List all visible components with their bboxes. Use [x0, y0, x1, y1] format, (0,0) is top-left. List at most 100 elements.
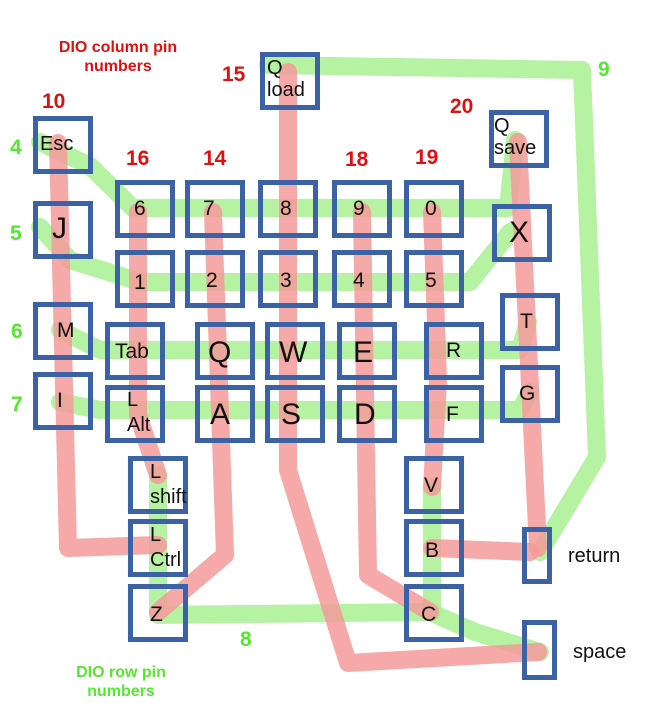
key-q-save: [489, 110, 549, 168]
key-l-ctrl: [128, 519, 188, 577]
key-esc: [33, 116, 93, 174]
key-label: X: [509, 216, 530, 249]
key-k0: [404, 180, 464, 238]
key-label: D: [354, 398, 376, 431]
return-label: return: [568, 545, 621, 567]
key-label: L: [150, 524, 162, 546]
key-label: shift: [150, 486, 187, 508]
key-m: [33, 302, 93, 360]
column-pin-label: 14: [203, 147, 227, 170]
key-label: I: [57, 389, 63, 412]
key-t: [500, 293, 560, 351]
key-label: 0: [425, 197, 437, 220]
key-k2: [185, 250, 245, 308]
key-f: [424, 385, 484, 443]
column-pin-label: 18: [345, 148, 369, 171]
column-wire: [423, 539, 539, 561]
column-pin-label: 19: [415, 146, 439, 169]
row-pin-label: 8: [240, 628, 252, 651]
key-q: [195, 322, 255, 380]
key-label: V: [424, 474, 439, 497]
key-i: [33, 372, 93, 430]
column-pin-label: 10: [42, 90, 66, 113]
row-pin-label: 5: [10, 222, 22, 245]
key-k5: [404, 250, 464, 308]
key-b: [404, 519, 464, 577]
key-label: Q: [494, 115, 510, 137]
column-wire: [423, 203, 447, 496]
column-wire: [353, 203, 439, 621]
column-wire: [279, 63, 547, 672]
key-a: [195, 385, 255, 443]
column-pin-label: 16: [126, 147, 150, 170]
key-label: Ctrl: [150, 549, 182, 571]
key-label: E: [353, 336, 374, 369]
key-c: [404, 584, 464, 642]
key-e: [337, 322, 397, 380]
key-label: Tab: [115, 340, 149, 363]
row-pin-label: 4: [10, 136, 22, 159]
column-pins-heading: DIO column pin numbers: [58, 39, 178, 76]
key-label: 8: [280, 197, 292, 220]
key-label: Q: [208, 336, 232, 369]
key-k8: [258, 180, 318, 238]
key-label: M: [57, 319, 75, 342]
key-l-alt: [105, 385, 165, 443]
key-label: B: [425, 539, 440, 562]
key-label: save: [494, 137, 537, 159]
key-x: [492, 204, 552, 262]
key-s: [265, 385, 325, 443]
key-label: L: [127, 389, 139, 411]
key-label: 1: [134, 271, 146, 294]
key-tab: [105, 322, 165, 380]
key-label: 7: [203, 197, 215, 220]
key-label: Q: [267, 57, 283, 79]
key-label: C: [421, 603, 437, 626]
key-k4: [332, 250, 392, 308]
row-pin-label: 7: [11, 393, 23, 416]
column-pin-label: 15: [222, 63, 246, 86]
key-label: 5: [425, 269, 437, 292]
column-wire: [509, 133, 547, 557]
row-wire: [259, 56, 606, 561]
key-k6: [115, 180, 175, 238]
column-pin-label: 20: [450, 95, 474, 118]
key-label: 6: [134, 197, 146, 220]
key-label: A: [210, 398, 231, 431]
key-label: S: [281, 398, 302, 431]
key-k3: [258, 250, 318, 308]
key-space-key: [522, 620, 557, 680]
key-g: [500, 365, 560, 423]
space-label: space: [573, 641, 627, 663]
key-w: [265, 322, 325, 380]
key-label: Z: [150, 603, 163, 626]
key-l-shift: [128, 456, 188, 514]
key-label: G: [519, 382, 536, 405]
key-q-load: [260, 52, 320, 110]
key-label: F: [446, 403, 459, 426]
key-label: L: [150, 461, 162, 483]
key-label: Esc: [40, 133, 74, 155]
key-k7: [185, 180, 245, 238]
key-v: [404, 456, 464, 514]
key-return-key: [522, 527, 552, 584]
key-label: load: [267, 79, 305, 101]
key-label: 9: [353, 197, 365, 220]
key-label: W: [279, 336, 308, 369]
row-pins-heading: DIO row pin numbers: [76, 664, 166, 701]
key-r: [424, 322, 484, 380]
column-wire: [129, 203, 167, 484]
key-k1: [115, 250, 175, 308]
key-label: 4: [353, 269, 365, 292]
row-pin-label: 6: [11, 320, 23, 343]
key-d: [337, 385, 397, 443]
key-label: 2: [206, 269, 218, 292]
key-label: J: [52, 212, 67, 245]
key-z: [128, 584, 188, 642]
key-label: Alt: [127, 414, 151, 436]
row-pin-label: 9: [598, 58, 610, 81]
key-label: R: [446, 339, 462, 362]
key-k9: [332, 180, 392, 238]
